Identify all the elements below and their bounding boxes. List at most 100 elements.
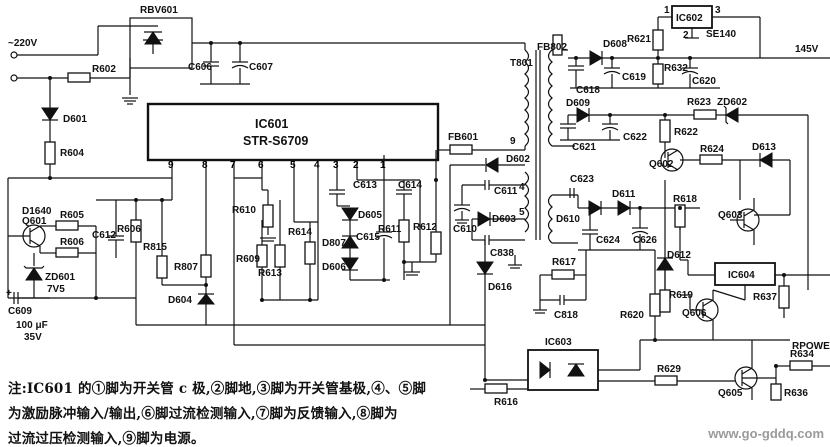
r632-label: R632 <box>664 63 688 74</box>
r624-resistor <box>699 154 723 165</box>
q602-label: Q602 <box>649 159 674 170</box>
r616-label: R616 <box>494 397 518 408</box>
pin3-drive: C613 D605 D807 D606 C615 C614 R611 R612 <box>322 150 442 281</box>
ic601-pin3: 3 <box>333 160 339 171</box>
r617-label: R617 <box>552 257 576 268</box>
c619-label: C619 <box>622 72 646 83</box>
r613-label: R613 <box>258 268 282 279</box>
pin9-filter: C612 R606 R815 <box>92 178 206 299</box>
zd601-voltage: 7V5 <box>47 284 65 295</box>
c609-label: C609 <box>8 306 32 317</box>
d608-diode-icon <box>589 50 603 66</box>
r637-resistor <box>778 285 790 309</box>
r613-resistor <box>274 244 286 268</box>
main-output-145v: FB802 D608 145V C618 C619 C620 IC602 1 3… <box>537 5 830 96</box>
ic601-pin1: 1 <box>380 160 386 171</box>
d604-label: D604 <box>168 295 192 306</box>
c609-voltage: 35V <box>24 332 42 343</box>
ic602-pin1: 1 <box>664 5 670 16</box>
c606-label: C606 <box>188 62 212 73</box>
ic601-pin2: 2 <box>353 160 359 171</box>
opto-sensor-icon <box>567 363 585 377</box>
start-transistor-section: D1640 Q601 R605 R606 ZD601 7V5 + C609 10… <box>6 177 97 343</box>
d601-label: D601 <box>63 114 87 125</box>
d605-label: D605 <box>358 210 382 221</box>
r604-label: R604 <box>60 148 84 159</box>
ic601-pin9: 9 <box>168 160 174 171</box>
d611-diode-icon <box>617 200 631 216</box>
d609-diode-icon <box>576 107 590 123</box>
c615-label: C615 <box>356 232 380 243</box>
c612-label: C612 <box>92 230 116 241</box>
r634-resistor <box>789 360 813 371</box>
d611-label: D611 <box>612 189 636 200</box>
r602-resistor <box>67 72 91 83</box>
watermark: www.go-gddq.com <box>708 426 824 441</box>
ic601-pin7: 7 <box>230 160 236 171</box>
ic601-block: IC601 STR-S6709 9 8 7 6 5 4 3 2 1 <box>146 102 440 345</box>
d603-diode-icon <box>477 211 491 227</box>
r619-label: R619 <box>669 290 693 301</box>
ic602-pin3: 3 <box>715 5 721 16</box>
c626-label: C626 <box>633 235 657 246</box>
r623-resistor <box>693 109 717 120</box>
c818-label: C818 <box>554 310 578 321</box>
r617-resistor <box>551 269 575 280</box>
d602-label: D602 <box>506 154 530 165</box>
d807-label: D807 <box>322 238 346 249</box>
ic602-pin2: 2 <box>683 30 689 41</box>
ic603-body <box>527 349 599 391</box>
note-line-1: 注:IC601 的①脚为开关管 c 极,②脚地,③脚为开关管基极,④、⑤脚 <box>8 381 427 397</box>
aux-winding-section: D602 C611 C610 D603 C838 D616 4 <box>449 154 530 380</box>
c624-label: C624 <box>596 235 620 246</box>
q603-section: Q603 <box>718 198 790 245</box>
ic603-label: IC603 <box>545 337 572 348</box>
opto-led-icon <box>539 360 551 380</box>
d601-diode-icon <box>41 107 59 121</box>
ac-input-label: ~220V <box>8 38 38 49</box>
c611-label: C611 <box>494 186 518 197</box>
ac-terminal-top <box>10 51 18 59</box>
r636-resistor <box>770 383 782 401</box>
r606-label: R606 <box>60 237 84 248</box>
r604-resistor <box>44 141 56 165</box>
ic601-pin4: 4 <box>314 160 320 171</box>
note-line-3: 过流过压检测输入,⑨脚为电源。 <box>8 431 205 447</box>
r610-label: R610 <box>232 205 256 216</box>
q601-label: Q601 <box>22 216 47 227</box>
c622-label: C622 <box>623 132 647 143</box>
t801-pin9: 9 <box>510 136 516 147</box>
se140-label: SE140 <box>706 29 736 40</box>
c623-label: C623 <box>570 174 594 185</box>
r623-label: R623 <box>687 97 711 108</box>
r815-resistor <box>156 255 168 279</box>
bridge-diode-icon <box>144 31 162 45</box>
transformer-t801: T801 <box>510 43 578 244</box>
r617-c818: R617 C818 <box>533 250 587 321</box>
r622-resistor <box>659 119 671 143</box>
svg-text:+: + <box>6 288 12 299</box>
fb601-bead <box>449 144 473 155</box>
r634-label: R634 <box>790 349 814 360</box>
r614-label: R614 <box>288 227 312 238</box>
r610-resistor <box>262 204 274 228</box>
r605-resistor <box>55 220 79 231</box>
d616-diode-icon <box>476 261 494 275</box>
d608-label: D608 <box>603 39 627 50</box>
ic604-section: IC604 R637 Q606 R620 R619 <box>620 250 830 341</box>
c613-label: C613 <box>353 180 377 191</box>
c620-label: C620 <box>692 76 716 87</box>
d605-diode-icon <box>341 207 359 221</box>
c621-label: C621 <box>572 142 596 153</box>
ac-terminal-bottom <box>10 74 18 82</box>
r612-resistor <box>430 231 442 255</box>
ic604-label: IC604 <box>728 270 755 281</box>
c838-label: C838 <box>490 248 514 259</box>
fb802-label: FB802 <box>537 42 567 53</box>
c609-value: 100 μF <box>16 320 48 331</box>
ic602-label: IC602 <box>676 13 703 24</box>
zd602-diode-icon <box>725 107 739 123</box>
r602-label: R602 <box>92 64 116 75</box>
